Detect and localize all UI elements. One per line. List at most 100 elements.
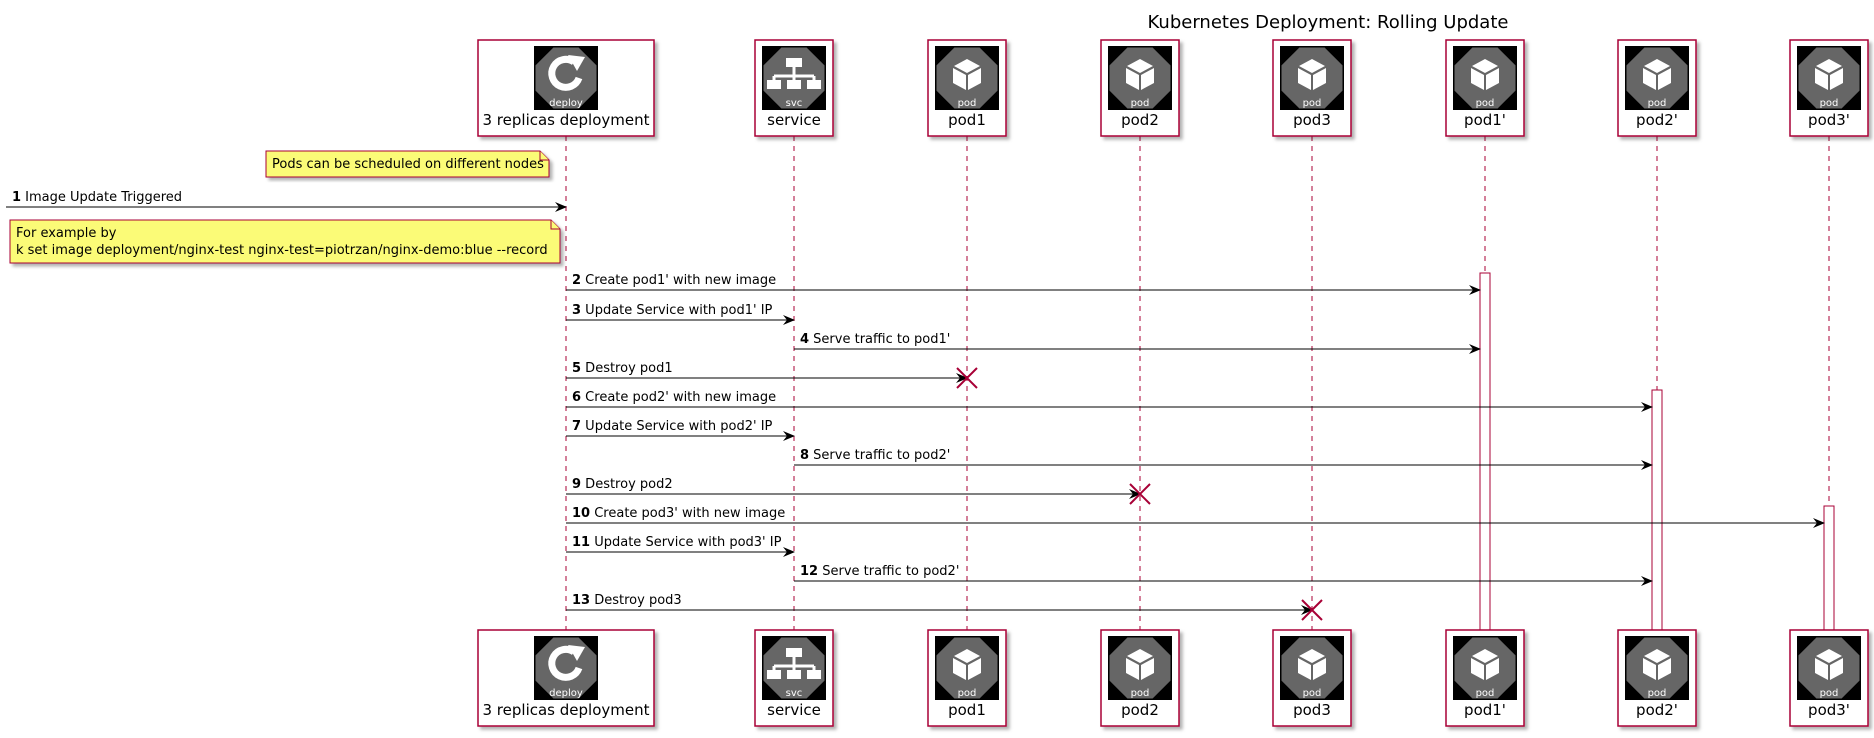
participant-label: 3 replicas deployment [483, 701, 650, 719]
pod-icon: pod [1280, 46, 1344, 110]
pod-icon: pod [935, 636, 999, 700]
destroy-marker [956, 367, 978, 389]
message-13: 13 Destroy pod3 [566, 593, 1323, 621]
destroy-marker [1301, 599, 1323, 621]
participant-pod1-bottom: pod pod1 [927, 629, 1007, 727]
participant-label: pod1 [948, 701, 986, 719]
participant-label: service [767, 111, 821, 129]
destroy-marker [1129, 483, 1151, 505]
participant-pod3n-top: pod pod3' [1789, 39, 1869, 137]
participant-pod2-top: pod pod2 [1100, 39, 1180, 137]
participant-label: pod2' [1636, 701, 1678, 719]
message-2: 2 Create pod1' with new image [566, 273, 1481, 295]
message-1: 1 Image Update Triggered [6, 190, 567, 212]
participant-label: pod1 [948, 111, 986, 129]
note-text: k set image deployment/nginx-test nginx-… [16, 243, 548, 258]
pod-icon: pod [1280, 636, 1344, 700]
message-label: 10 Create pod3' with new image [572, 506, 785, 521]
message-7: 7 Update Service with pod2' IP [566, 419, 795, 441]
message-3: 3 Update Service with pod1' IP [566, 303, 795, 325]
icon-caption: pod [1648, 98, 1667, 109]
message-label: 4 Serve traffic to pod1' [800, 332, 950, 347]
service-icon: svc [762, 46, 826, 110]
pod-icon: pod [1108, 46, 1172, 110]
note-text: Pods can be scheduled on different nodes [272, 157, 544, 172]
message-5: 5 Destroy pod1 [566, 361, 978, 389]
icon-caption: pod [1820, 688, 1839, 699]
participant-label: 3 replicas deployment [483, 111, 650, 129]
participant-label: pod3' [1808, 701, 1850, 719]
icon-caption: pod [1476, 688, 1495, 699]
participant-pod1n-top: pod pod1' [1445, 39, 1525, 137]
participant-pod1-top: pod pod1 [927, 39, 1007, 137]
message-9: 9 Destroy pod2 [566, 477, 1151, 505]
message-label: 9 Destroy pod2 [572, 477, 673, 492]
participant-label: pod3 [1293, 701, 1331, 719]
icon-caption: pod [1820, 98, 1839, 109]
participant-label: pod1' [1464, 111, 1506, 129]
participant-label: pod2 [1121, 111, 1159, 129]
activation-bar-pod3n [1823, 505, 1835, 631]
note-2: For example by k set image deployment/ngi… [9, 219, 561, 264]
icon-caption: pod [1476, 98, 1495, 109]
participant-label: pod1' [1464, 701, 1506, 719]
participant-pod3n-bottom: pod pod3' [1789, 629, 1869, 727]
pod-icon: pod [1625, 636, 1689, 700]
message-label: 13 Destroy pod3 [572, 593, 682, 608]
icon-caption: pod [958, 688, 977, 699]
participant-pod2n-bottom: pod pod2' [1617, 629, 1697, 727]
icon-caption: pod [1131, 98, 1150, 109]
participant-label: pod3 [1293, 111, 1331, 129]
pod-icon: pod [1625, 46, 1689, 110]
pod-icon: pod [1797, 636, 1861, 700]
participant-deploy-top: deploy 3 replicas deployment [477, 39, 655, 137]
participant-label: service [767, 701, 821, 719]
message-10: 10 Create pod3' with new image [566, 506, 1825, 528]
message-label: 5 Destroy pod1 [572, 361, 673, 376]
icon-caption: svc [786, 98, 803, 109]
message-11: 11 Update Service with pod3' IP [566, 535, 795, 557]
message-label: 7 Update Service with pod2' IP [572, 419, 773, 434]
message-4: 4 Serve traffic to pod1' [794, 332, 1481, 354]
diagram-title: Kubernetes Deployment: Rolling Update [1148, 12, 1509, 33]
message-label: 2 Create pod1' with new image [572, 273, 776, 288]
icon-caption: deploy [549, 98, 583, 109]
icon-caption: pod [1648, 688, 1667, 699]
participant-label: pod3' [1808, 111, 1850, 129]
message-label: 11 Update Service with pod3' IP [572, 535, 782, 550]
icon-caption: svc [786, 688, 803, 699]
participant-label: pod2 [1121, 701, 1159, 719]
icon-caption: pod [1303, 98, 1322, 109]
icon-caption: deploy [549, 688, 583, 699]
participant-service-top: svc service [754, 39, 834, 137]
participant-pod2-bottom: pod pod2 [1100, 629, 1180, 727]
message-12: 12 Serve traffic to pod2' [794, 564, 1653, 586]
message-label: 8 Serve traffic to pod2' [800, 448, 950, 463]
message-8: 8 Serve traffic to pod2' [794, 448, 1653, 470]
service-icon: svc [762, 636, 826, 700]
participant-label: pod2' [1636, 111, 1678, 129]
pod-icon: pod [1453, 46, 1517, 110]
participant-pod3-bottom: pod pod3 [1272, 629, 1352, 727]
icon-caption: pod [958, 98, 977, 109]
icon-caption: pod [1131, 688, 1150, 699]
participant-pod1n-bottom: pod pod1' [1445, 629, 1525, 727]
message-label: 6 Create pod2' with new image [572, 390, 776, 405]
message-label: 1 Image Update Triggered [12, 190, 182, 205]
participant-deploy-bottom: deploy 3 replicas deployment [477, 629, 655, 727]
note-text: For example by [16, 226, 117, 241]
activation-bar-pod1n [1479, 272, 1491, 631]
participant-pod3-top: pod pod3 [1272, 39, 1352, 137]
message-label: 3 Update Service with pod1' IP [572, 303, 773, 318]
icon-caption: pod [1303, 688, 1322, 699]
note-1: Pods can be scheduled on different nodes [265, 150, 550, 178]
pod-icon: pod [935, 46, 999, 110]
message-label: 12 Serve traffic to pod2' [800, 564, 959, 579]
message-6: 6 Create pod2' with new image [566, 390, 1653, 412]
pod-icon: pod [1453, 636, 1517, 700]
pod-icon: pod [1797, 46, 1861, 110]
deploy-icon: deploy [534, 636, 598, 700]
activation-bar-pod2n [1651, 389, 1663, 631]
pod-icon: pod [1108, 636, 1172, 700]
